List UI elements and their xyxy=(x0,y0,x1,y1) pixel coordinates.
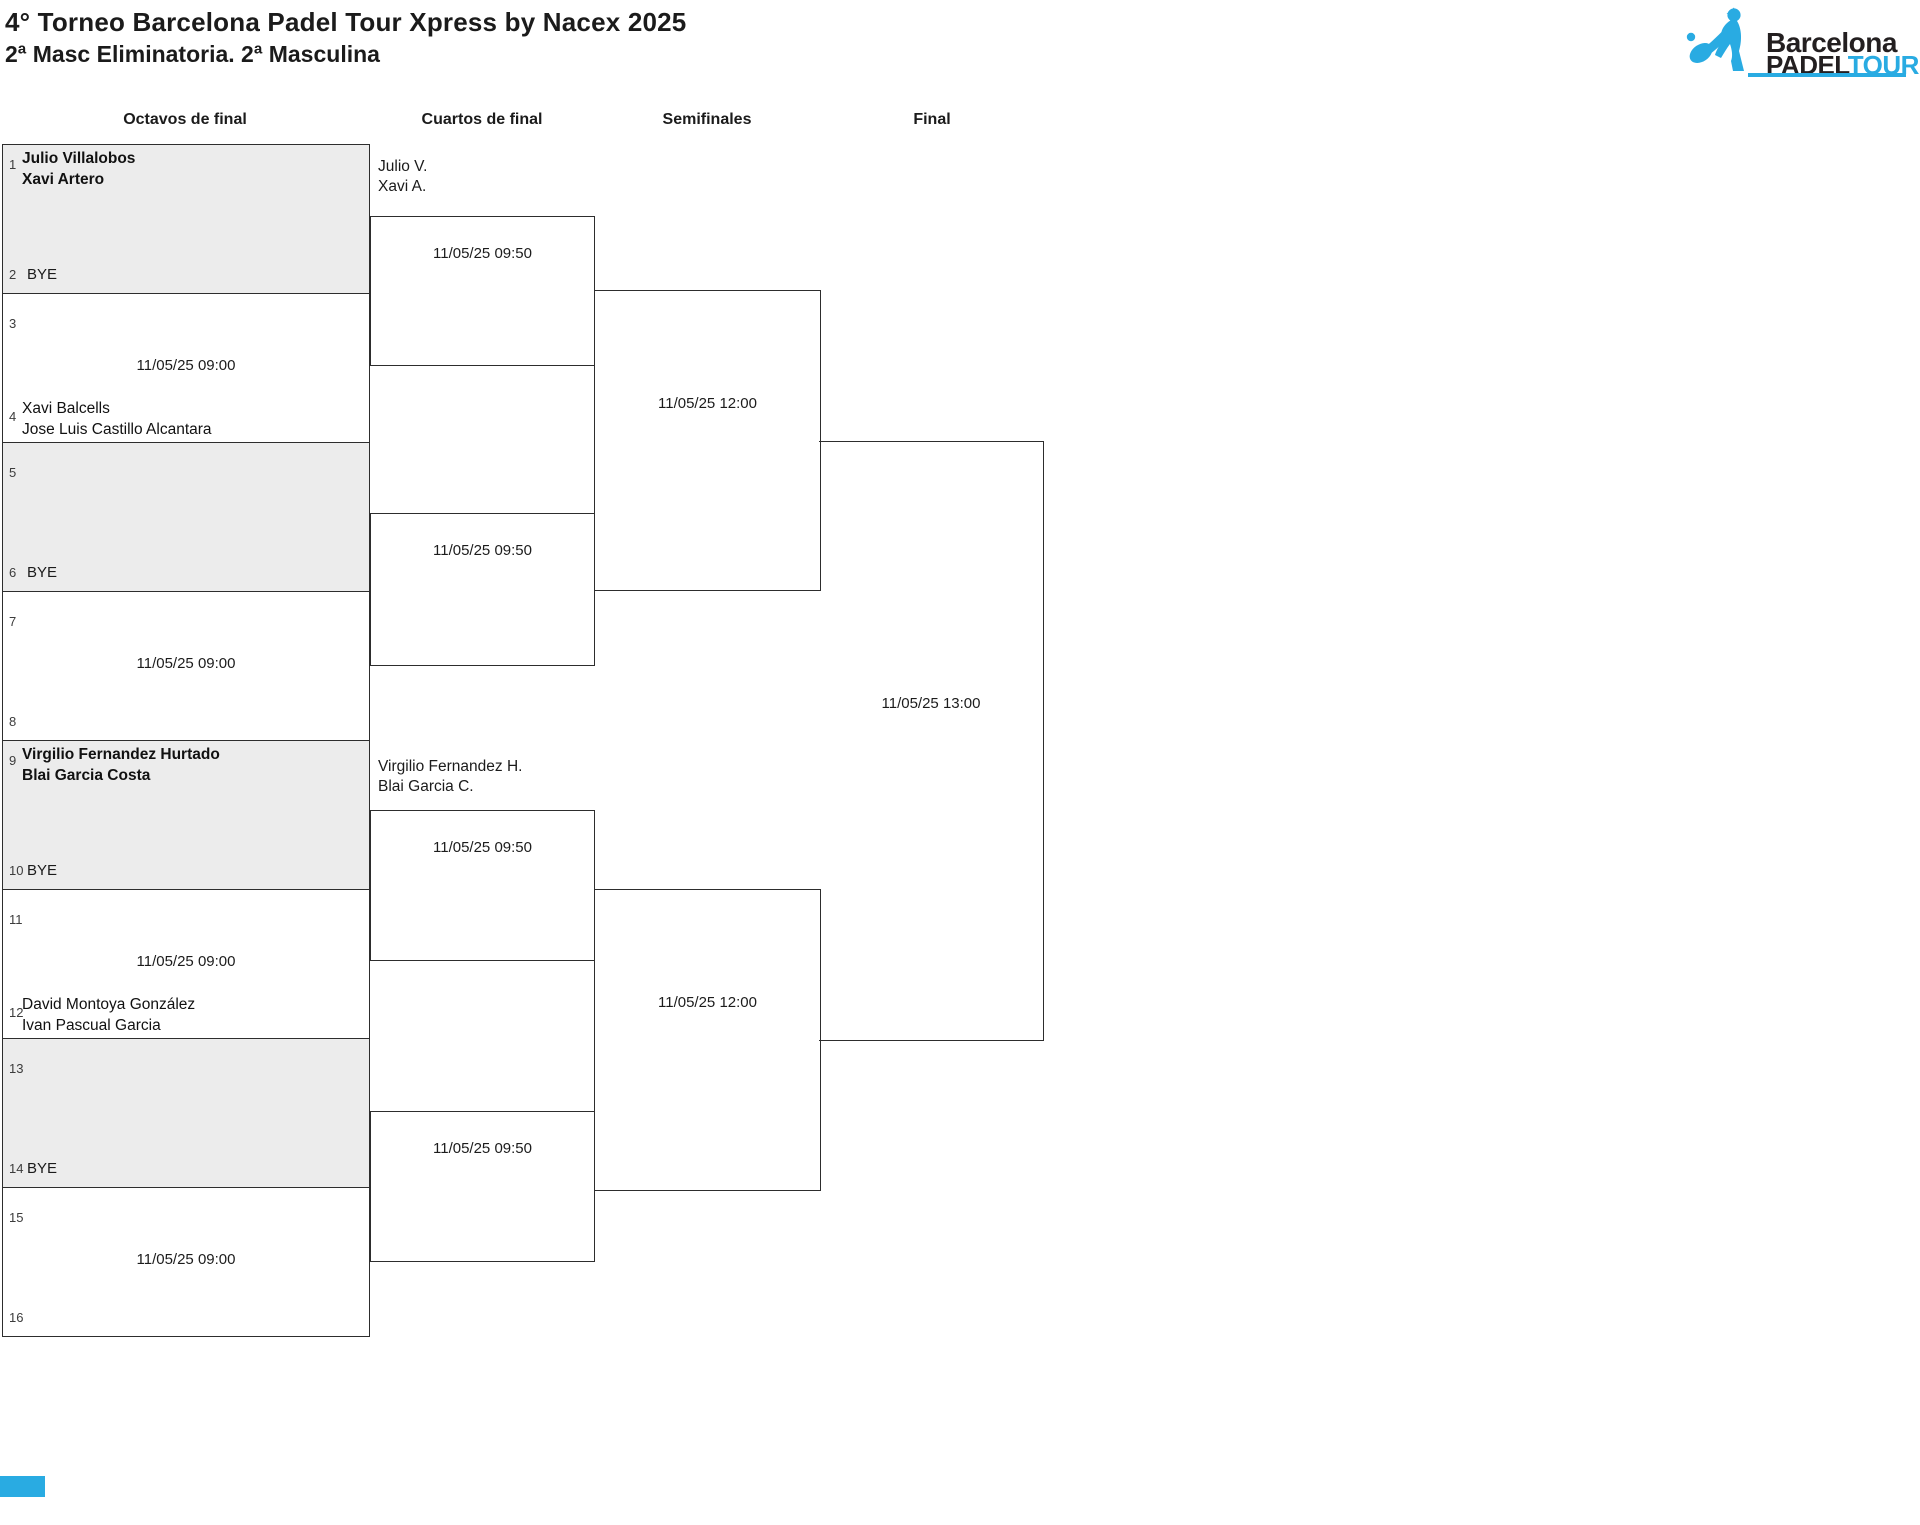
octavos-match-3: 5 6 BYE xyxy=(2,442,370,592)
player-name: Virgilio Fernandez Hurtado xyxy=(22,746,220,763)
seed-number: 10 xyxy=(9,863,24,878)
seed-number: 13 xyxy=(9,1061,24,1076)
bye-label: BYE xyxy=(27,266,58,283)
octavos-match-2: 3 11/05/25 09:00 4 Xavi Balcells Jose Lu… xyxy=(2,293,370,443)
logo-word-barcelona: Barcelona xyxy=(1766,27,1897,58)
seed-number: 1 xyxy=(9,157,17,172)
player-name: Ivan Pascual Garcia xyxy=(22,1017,161,1034)
team-pair: David Montoya González Ivan Pascual Garc… xyxy=(22,994,195,1036)
match-date: 11/05/25 09:00 xyxy=(136,1251,236,1268)
team-pair: Julio Villalobos Xavi Artero xyxy=(22,148,135,190)
seed-number: 16 xyxy=(9,1310,24,1325)
player-name: Blai Garcia Costa xyxy=(22,767,151,784)
seed-number: 15 xyxy=(9,1210,24,1225)
team-pair: Xavi Balcells Jose Luis Castillo Alcanta… xyxy=(22,398,212,440)
match-date: 11/05/25 09:50 xyxy=(433,542,532,559)
final-match: 11/05/25 13:00 xyxy=(819,441,1044,1041)
semifinal-match-2: 11/05/25 12:00 xyxy=(594,889,821,1191)
match-date: 11/05/25 09:00 xyxy=(136,655,236,672)
page-title: 4° Torneo Barcelona Padel Tour Xpress by… xyxy=(5,7,687,37)
seed-number: 8 xyxy=(9,714,17,729)
page-subtitle: 2ª Masc Eliminatoria. 2ª Masculina xyxy=(5,41,380,67)
padel-player-icon xyxy=(1686,7,1744,71)
seed-number: 2 xyxy=(9,267,17,282)
match-date: 11/05/25 12:00 xyxy=(658,395,757,412)
advancing-pair-label: Virgilio Fernandez H. Blai Garcia C. xyxy=(378,757,522,797)
cuartos-match-4: 11/05/25 09:50 xyxy=(370,1111,595,1262)
seed-number: 6 xyxy=(9,565,17,580)
seed-number: 7 xyxy=(9,614,17,629)
match-date: 11/05/25 09:50 xyxy=(433,1140,532,1157)
cuartos-match-2: 11/05/25 09:50 xyxy=(370,513,595,666)
bye-label: BYE xyxy=(27,862,58,879)
player-name: Blai Garcia C. xyxy=(378,778,474,795)
player-name: Julio V. xyxy=(378,158,428,175)
cuartos-match-1: 11/05/25 09:50 xyxy=(370,216,595,366)
player-name: Xavi Balcells xyxy=(22,400,110,417)
match-date: 11/05/25 09:00 xyxy=(136,953,236,970)
player-name: Xavi A. xyxy=(378,178,427,195)
cuartos-match-3: 11/05/25 09:50 xyxy=(370,810,595,961)
seed-number: 14 xyxy=(9,1161,24,1176)
match-date: 11/05/25 09:50 xyxy=(433,839,532,856)
seed-number: 4 xyxy=(9,409,17,424)
octavos-match-7: 13 14 BYE xyxy=(2,1038,370,1188)
round-header-final: Final xyxy=(913,111,951,128)
player-name: Jose Luis Castillo Alcantara xyxy=(22,421,212,438)
player-name: David Montoya González xyxy=(22,996,196,1013)
barcelona-padel-tour-logo: Barcelona PADELTOUR xyxy=(1686,6,1919,80)
match-date: 11/05/25 12:00 xyxy=(658,994,757,1011)
seed-number: 12 xyxy=(9,1005,24,1020)
bye-label: BYE xyxy=(27,1160,58,1177)
player-name: Virgilio Fernandez H. xyxy=(378,758,523,775)
round-header-semifinales: Semifinales xyxy=(662,111,752,128)
player-name: Xavi Artero xyxy=(22,171,105,188)
octavos-match-8: 15 11/05/25 09:00 16 xyxy=(2,1187,370,1337)
seed-number: 11 xyxy=(9,912,23,927)
seed-number: 9 xyxy=(9,753,17,768)
seed-number: 5 xyxy=(9,465,17,480)
octavos-match-6: 11 11/05/25 09:00 12 David Montoya Gonzá… xyxy=(2,889,370,1039)
semifinal-match-1: 11/05/25 12:00 xyxy=(594,290,821,591)
advancing-pair-label: Julio V. Xavi A. xyxy=(378,157,427,197)
logo-underline xyxy=(1748,73,1906,77)
team-pair: Virgilio Fernandez Hurtado Blai Garcia C… xyxy=(22,744,220,786)
footer-accent-bar xyxy=(0,1476,45,1497)
octavos-match-5: 9 Virgilio Fernandez Hurtado Blai Garcia… xyxy=(2,740,370,890)
match-date: 11/05/25 09:00 xyxy=(136,357,236,374)
octavos-match-1: 1 Julio Villalobos Xavi Artero 2 BYE xyxy=(2,144,370,294)
octavos-match-4: 7 11/05/25 09:00 8 xyxy=(2,591,370,741)
bye-label: BYE xyxy=(27,564,58,581)
player-name: Julio Villalobos xyxy=(22,150,136,167)
seed-number: 3 xyxy=(9,316,17,331)
round-header-octavos: Octavos de final xyxy=(123,111,247,128)
match-date: 11/05/25 09:50 xyxy=(433,245,532,262)
match-date: 11/05/25 13:00 xyxy=(881,695,981,712)
round-header-cuartos: Cuartos de final xyxy=(421,111,543,128)
